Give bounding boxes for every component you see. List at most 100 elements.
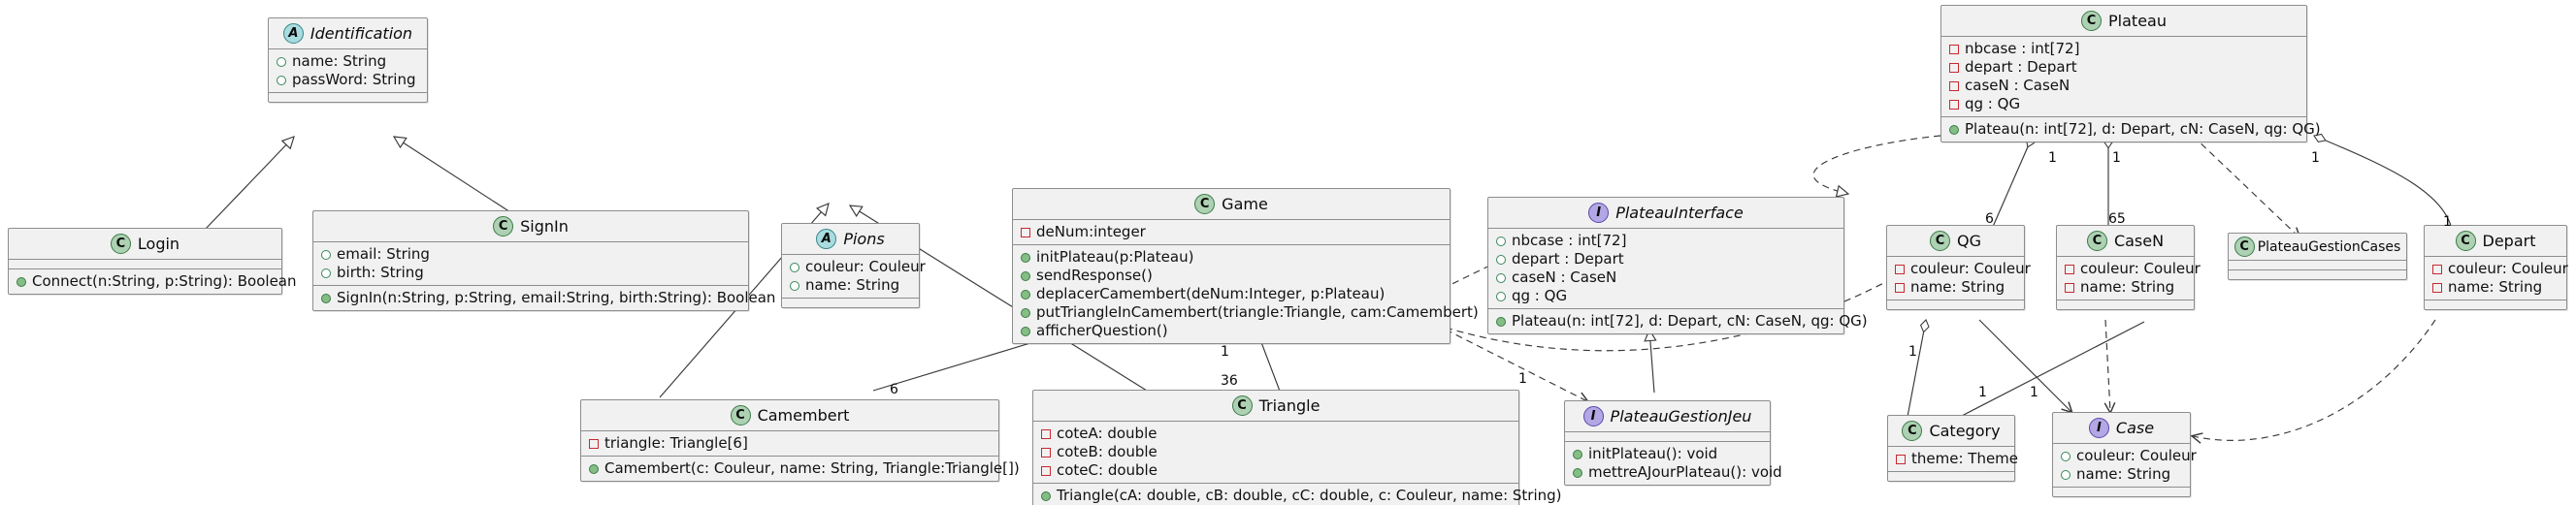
attribute-text: name: String: [1910, 278, 2005, 296]
attribute-text: triangle: Triangle[6]: [604, 434, 748, 452]
public-method-icon: [1041, 490, 1051, 501]
class-header: C SignIn: [313, 211, 748, 241]
method-text: sendResponse(): [1036, 267, 1153, 284]
public-field-icon: [277, 56, 286, 67]
attributes-compartment: couleur: Couleur name: String: [2053, 443, 2197, 487]
attribute-text: nbcase : int[72]: [1965, 40, 2080, 57]
method-row: Connect(n:String, p:String): Boolean: [15, 272, 297, 291]
class-plateau[interactable]: C Plateau nbcase : int[72] depart : Depa…: [1940, 5, 2321, 142]
class-triangle[interactable]: C Triangle coteA: double coteB: double c…: [1032, 390, 1562, 505]
methods-compartment: Connect(n:String, p:String): Boolean: [9, 268, 297, 294]
attribute-text: name: String: [2076, 465, 2171, 483]
class-header: A Pions: [782, 224, 919, 254]
attribute-row: caseN : CaseN: [1947, 77, 2300, 95]
multiplicity-label: 1: [1518, 371, 1527, 387]
attribute-text: qg : QG: [1512, 287, 1568, 304]
attribute-row: triangle: Triangle[6]: [587, 434, 993, 453]
public-method-icon: [1949, 124, 1959, 135]
class-plateau-interface[interactable]: I PlateauInterface nbcase : int[72] depa…: [1487, 197, 1868, 334]
private-field-icon: [2065, 264, 2074, 274]
class-pions[interactable]: A Pions couleur: Couleur name: String: [781, 223, 926, 308]
methods-compartment: Plateau(n: int[72], d: Depart, cN: CaseN…: [1941, 116, 2321, 142]
method-text: Plateau(n: int[72], d: Depart, cN: CaseN…: [1512, 312, 1868, 330]
class-plateau-gestion-jeu[interactable]: I PlateauGestionJeu initPlateau(): void …: [1564, 400, 1782, 486]
public-method-icon: [1573, 449, 1582, 459]
class-plateau-gestion-cases[interactable]: C PlateauGestionCases: [2228, 233, 2407, 280]
public-field-icon: [1496, 236, 1506, 246]
attribute-text: name: String: [2448, 278, 2543, 296]
private-field-icon: [1949, 62, 1959, 73]
method-text: Camembert(c: Couleur, name: String, Tria…: [604, 459, 1020, 477]
attribute-row: nbcase : int[72]: [1494, 232, 1838, 250]
attributes-compartment: [9, 259, 281, 268]
method-row: sendResponse(): [1019, 267, 1444, 285]
class-category[interactable]: C Category theme: Theme: [1887, 415, 2018, 482]
class-depart[interactable]: C Depart couleur: Couleur name: String: [2424, 225, 2568, 310]
attribute-row: birth: String: [319, 264, 742, 282]
method-row: Camembert(c: Couleur, name: String, Tria…: [587, 459, 1020, 478]
attribute-row: coteA: double: [1039, 425, 1513, 443]
method-row: Triangle(cA: double, cB: double, cC: dou…: [1039, 487, 1562, 505]
class-title: PlateauGestionCases: [2257, 238, 2401, 255]
methods-compartment: initPlateau(p:Plateau) sendResponse() de…: [1013, 244, 1479, 343]
class-title: PlateauGestionJeu: [1610, 407, 1752, 426]
method-row: mettreAJourPlateau(): void: [1571, 463, 1782, 482]
multiplicity-label: 1: [2048, 150, 2057, 166]
class-title: Login: [137, 235, 180, 253]
methods-compartment: Triangle(cA: double, cB: double, cC: dou…: [1033, 483, 1562, 505]
class-qg[interactable]: C QG couleur: Couleur name: String: [1886, 225, 2031, 310]
attribute-row: caseN : CaseN: [1494, 268, 1838, 287]
methods-compartment: SignIn(n:String, p:String, email:String,…: [313, 285, 775, 310]
class-camembert[interactable]: C Camembert triangle: Triangle[6] Camemb…: [580, 399, 1020, 482]
class-title: Game: [1222, 195, 1268, 213]
private-field-icon: [589, 438, 599, 449]
attribute-row: name: String: [1893, 278, 2018, 297]
class-header: I Case: [2053, 413, 2190, 443]
method-text: initPlateau(): void: [1588, 445, 1718, 462]
class-header: C Login: [9, 229, 281, 259]
method-row: initPlateau(p:Plateau): [1019, 248, 1444, 267]
attribute-row: nbcase : int[72]: [1947, 40, 2300, 58]
multiplicity-label: 36: [1221, 373, 1238, 389]
attribute-text: name: String: [805, 276, 900, 294]
class-game[interactable]: C Game deNum:integer initPlateau(p:Plate…: [1012, 188, 1479, 344]
attributes-compartment: couleur: Couleur name: String: [782, 254, 926, 298]
attribute-text: deNum:integer: [1036, 223, 1146, 240]
class-case[interactable]: I Case couleur: Couleur name: String: [2052, 412, 2197, 497]
attribute-text: passWord: String: [292, 71, 416, 88]
attribute-text: couleur: Couleur: [2076, 447, 2197, 464]
public-method-icon: [1021, 326, 1030, 336]
attributes-compartment: nbcase : int[72] depart : Depart caseN :…: [1488, 228, 1843, 308]
method-text: SignIn(n:String, p:String, email:String,…: [337, 289, 776, 306]
attribute-text: couleur: Couleur: [1910, 260, 2031, 277]
attribute-row: coteB: double: [1039, 443, 1513, 461]
class-title: QG: [1957, 232, 1981, 250]
multiplicity-label: 1: [2030, 385, 2038, 400]
attribute-text: coteC: double: [1057, 461, 1158, 479]
class-badge-icon: C: [2081, 11, 2103, 31]
private-field-icon: [1949, 44, 1959, 54]
multiplicity-label: 1: [2112, 150, 2121, 166]
attributes-compartment: couleur: Couleur name: String: [1887, 256, 2031, 300]
methods-compartment: Plateau(n: int[72], d: Depart, cN: CaseN…: [1488, 308, 1868, 333]
methods-compartment: [2229, 269, 2406, 279]
attribute-row: email: String: [319, 245, 742, 264]
interface-badge-icon: I: [1582, 406, 1604, 426]
methods-compartment: [1888, 471, 2014, 481]
attribute-text: couleur: Couleur: [2080, 260, 2201, 277]
class-title: Pions: [843, 230, 885, 248]
multiplicity-label: 65: [2108, 211, 2126, 227]
class-header: C Category: [1888, 416, 2014, 446]
attribute-text: couleur: Couleur: [805, 258, 926, 275]
class-identification[interactable]: A Identification name: String passWord: …: [268, 17, 428, 103]
class-casen[interactable]: C CaseN couleur: Couleur name: String: [2056, 225, 2201, 310]
class-header: C Game: [1013, 189, 1450, 219]
methods-compartment: [269, 92, 427, 102]
class-login[interactable]: C Login Connect(n:String, p:String): Boo…: [8, 228, 297, 295]
public-field-icon: [277, 75, 286, 85]
method-text: initPlateau(p:Plateau): [1036, 248, 1194, 266]
private-field-icon: [1041, 465, 1051, 476]
class-header: C PlateauGestionCases: [2229, 234, 2406, 260]
class-signin[interactable]: C SignIn email: String birth: String Sig…: [312, 210, 775, 311]
attributes-compartment: email: String birth: String: [313, 241, 748, 285]
